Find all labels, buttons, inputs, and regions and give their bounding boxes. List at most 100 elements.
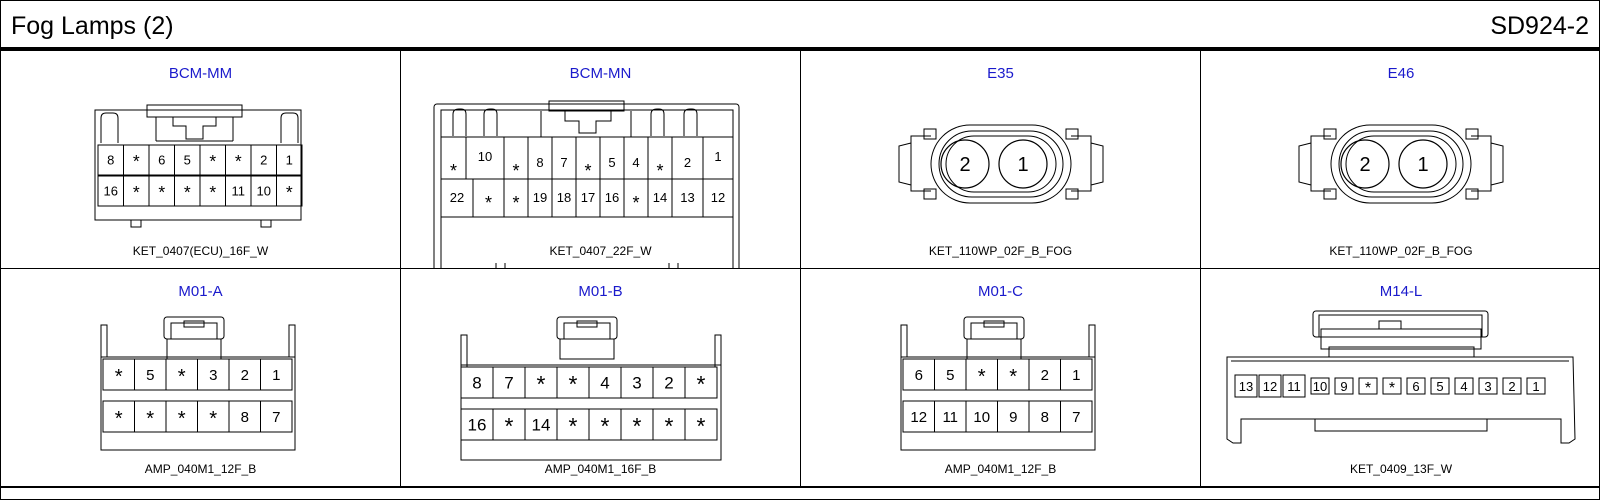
connector-outline — [1358, 377, 1378, 395]
pin-label: 18 — [557, 190, 571, 205]
pin-label: * — [178, 366, 186, 388]
pin-label: 1 — [1417, 154, 1428, 176]
connector-outline — [923, 128, 937, 140]
connector-outline — [684, 366, 718, 399]
pin-cell — [1398, 139, 1448, 189]
pin-label: * — [665, 413, 674, 439]
pin-label: 5 — [184, 153, 191, 168]
connector-outline — [945, 135, 1057, 193]
pin-label: 7 — [504, 374, 513, 393]
connector-name: M01-A — [178, 283, 223, 300]
pin-label: * — [235, 151, 242, 171]
connector-part-number: AMP_040M1_16F_B — [544, 462, 657, 476]
connector-name: BCM-MN — [569, 65, 632, 82]
connector-outline — [1454, 377, 1474, 395]
pin-label: * — [569, 413, 578, 439]
pin-label: 4 — [1460, 379, 1467, 394]
connector-outline — [170, 322, 218, 340]
pin-label: * — [584, 161, 591, 181]
pin-label: 4 — [600, 374, 609, 393]
pin-label: * — [146, 408, 154, 430]
pin-label: 5 — [1436, 379, 1443, 394]
connector-outline — [1298, 135, 1331, 192]
pin-label: * — [512, 161, 519, 181]
connector-outline — [1465, 188, 1479, 200]
pin-label: * — [209, 182, 216, 202]
connector-outline — [1471, 135, 1504, 192]
connector-outline — [1065, 128, 1079, 140]
pin-label: 2 — [664, 374, 673, 393]
pin-label: 11 — [232, 184, 246, 199]
connector-outline — [702, 178, 734, 218]
connector-part-number: AMP_040M1_12F_B — [944, 462, 1057, 476]
pin-label: 12 — [711, 190, 725, 205]
connector-outline — [100, 324, 296, 357]
pin-label: * — [505, 413, 514, 439]
pin-label: * — [115, 366, 123, 388]
pin-label: 14 — [532, 416, 551, 435]
connector-part-number: KET_0407_22F_W — [549, 244, 652, 258]
pin-label: 7 — [1072, 409, 1080, 426]
pin-label: * — [286, 182, 293, 202]
pin-label: 10 — [257, 184, 271, 199]
pin-label: * — [632, 193, 639, 213]
pin-label: 2 — [959, 154, 970, 176]
pin-label: * — [512, 193, 519, 213]
connector-outline — [983, 320, 1005, 328]
pin-label: 8 — [472, 374, 481, 393]
connector-outline — [276, 175, 303, 207]
pin-label: * — [133, 151, 140, 171]
pin-label: * — [209, 408, 217, 430]
connector-outline — [1338, 130, 1464, 198]
pin-label: 1 — [1072, 367, 1080, 384]
pin-cell — [1340, 139, 1390, 189]
connector-outline — [1378, 320, 1402, 330]
connector-outline — [1065, 188, 1079, 200]
connector-outline — [900, 324, 1096, 357]
connector-outline — [460, 364, 722, 461]
pin-label: 7 — [560, 155, 567, 170]
pin-label: 2 — [260, 153, 267, 168]
connector-outline — [495, 263, 679, 269]
pin-label: 19 — [533, 190, 547, 205]
connector-outline — [280, 112, 299, 143]
pin-label: 5 — [146, 367, 154, 384]
header: Fog Lamps (2) SD924-2 — [1, 1, 1599, 51]
connector-outline — [963, 316, 1025, 340]
connector-outline — [1258, 374, 1282, 398]
pin-label: 16 — [104, 184, 118, 199]
pin-label: 3 — [209, 367, 217, 384]
connector-part-number: KET_0407(ECU)_16F_W — [132, 244, 269, 258]
connector-outline — [683, 108, 698, 136]
connector-outline — [556, 316, 618, 340]
connector-outline — [1334, 377, 1354, 395]
connector-outline — [1465, 128, 1479, 140]
connector-outline — [923, 188, 937, 200]
pin-label: 4 — [632, 155, 639, 170]
connector-outline — [433, 103, 740, 269]
pin-label: * — [633, 413, 642, 439]
connector-name: E46 — [1387, 65, 1415, 82]
diagram-code: SD924-2 — [1490, 12, 1589, 40]
connector-outline — [155, 117, 234, 142]
pin-label: 16 — [468, 416, 487, 435]
connector-outline — [1318, 314, 1483, 338]
pin-label: 11 — [1287, 379, 1301, 394]
page-title: Fog Lamps (2) — [11, 12, 174, 40]
connector-outline — [576, 320, 598, 328]
pin-label: * — [601, 413, 610, 439]
connector-outline — [970, 322, 1018, 340]
pin-label: 12 — [910, 409, 927, 426]
pin-label: 13 — [1239, 379, 1253, 394]
connector-outline — [1345, 135, 1457, 193]
pin-label: 6 — [1412, 379, 1419, 394]
pin-label: * — [978, 366, 986, 388]
